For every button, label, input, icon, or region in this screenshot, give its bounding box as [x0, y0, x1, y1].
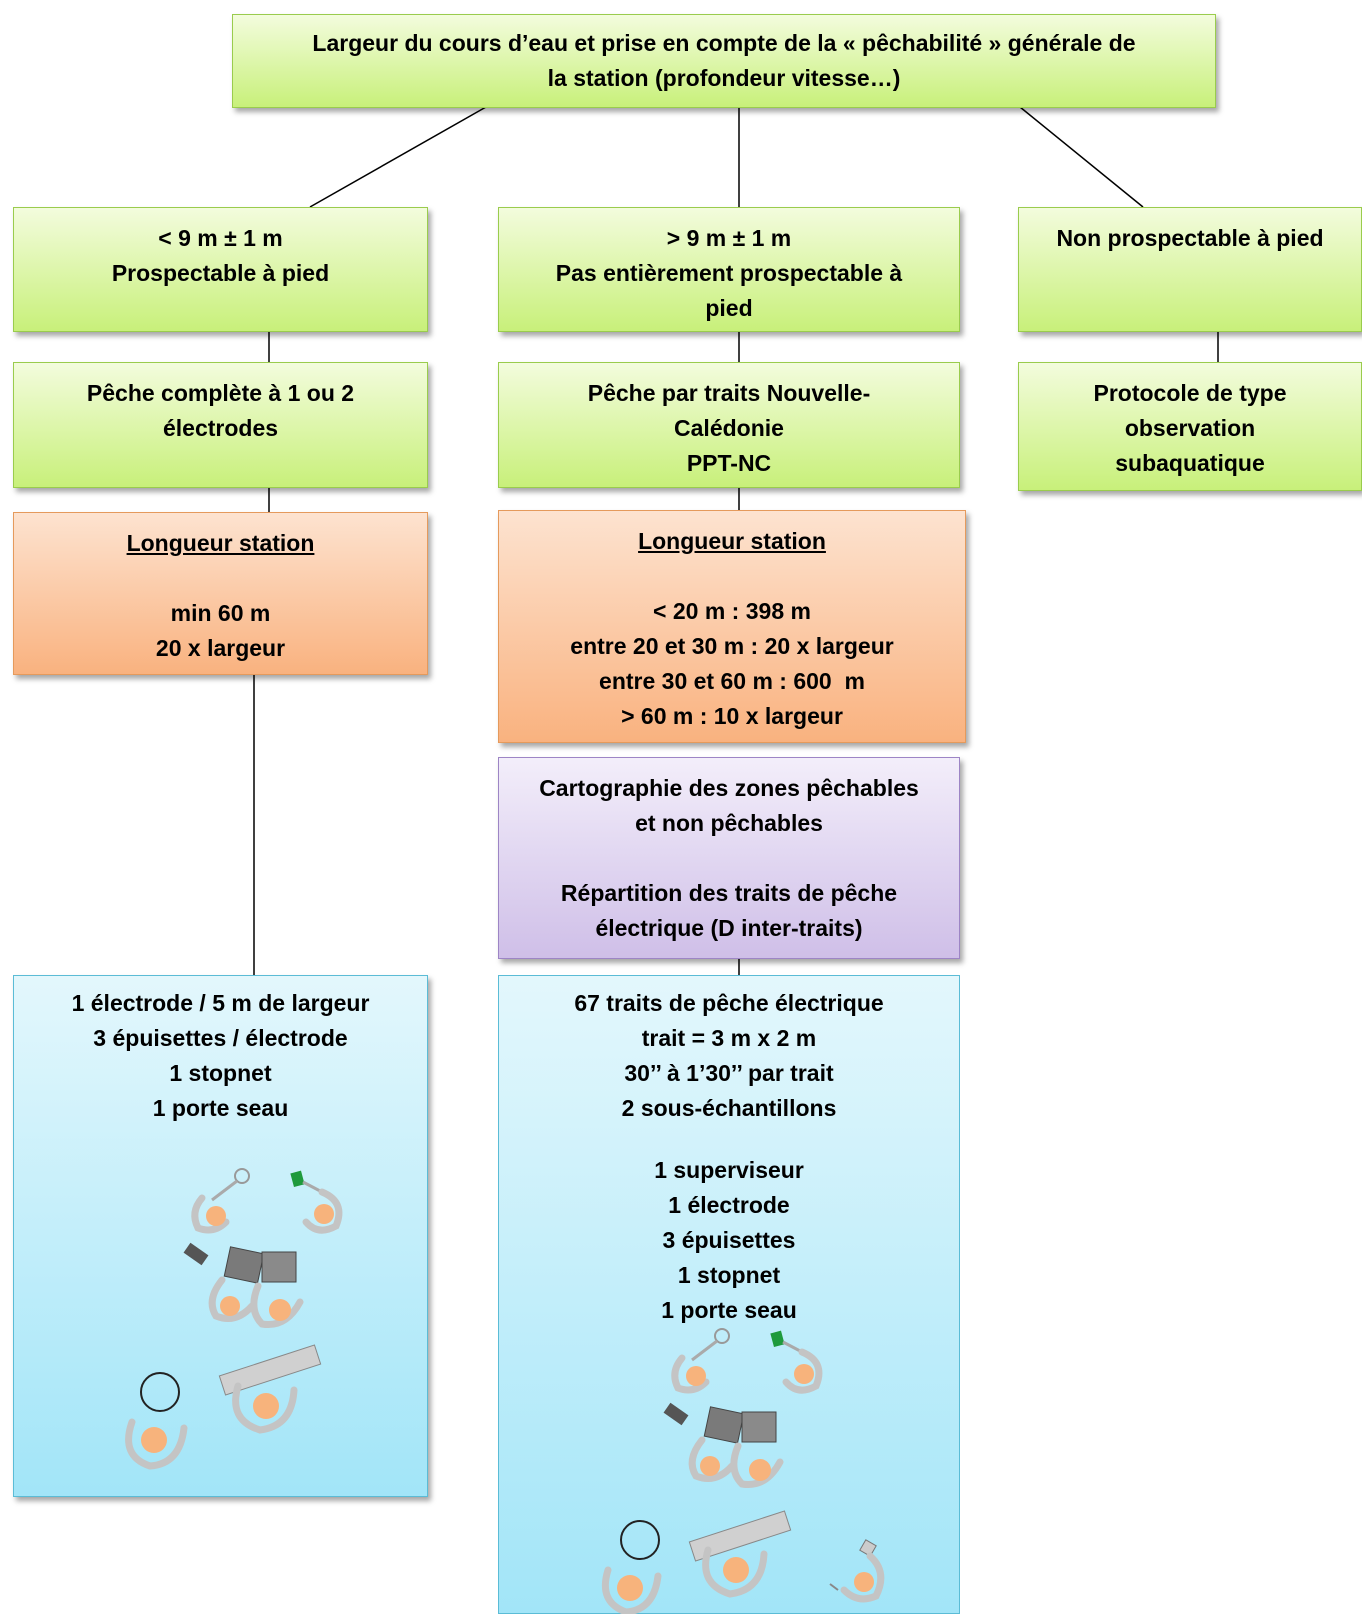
- person-icon: [191, 1194, 230, 1234]
- col2-criteria-line: pied: [705, 295, 753, 321]
- col2-length-line: < 20 m : 398 m: [653, 598, 811, 624]
- fishing-team-illustration: [601, 1328, 885, 1614]
- col2-length-line: entre 30 et 60 m : 600 m: [599, 668, 865, 694]
- col2-method-box: Pêche par traits Nouvelle- Calédonie PPT…: [498, 362, 960, 488]
- col2-method-line: PPT-NC: [686, 450, 772, 476]
- col1-team-line: 1 électrode / 5 m de largeur: [71, 990, 370, 1016]
- col3-method-box: Protocole de type observation subaquatiq…: [1018, 362, 1362, 491]
- top-line: Largeur du cours d’eau et prise en compt…: [312, 30, 1136, 56]
- person-icon: [601, 1566, 662, 1614]
- person-icon: [125, 1418, 188, 1470]
- basket-icon: [223, 1246, 265, 1284]
- green-net-icon: [290, 1170, 305, 1188]
- top-line: la station (profondeur vitesse…): [547, 65, 901, 91]
- col3-criteria-line: Non prospectable à pied: [1056, 225, 1324, 251]
- stopnet-icon: [218, 1344, 322, 1396]
- dip-net-icon: [234, 1168, 250, 1184]
- dip-net-icon: [714, 1328, 730, 1344]
- person-icon: [730, 1442, 784, 1489]
- green-net-icon: [770, 1330, 785, 1348]
- col2-team-box: 67 traits de pêche électrique trait = 3 …: [498, 975, 960, 1614]
- fishing-team-illustration: [125, 1168, 343, 1470]
- bucket-icon: [620, 1520, 660, 1560]
- bucket-icon: [140, 1372, 180, 1412]
- person-icon: [208, 1276, 256, 1322]
- col2-team-line: 1 porte seau: [661, 1297, 797, 1323]
- col1-team-line: 1 stopnet: [169, 1060, 272, 1086]
- col2-mapping-box: Cartographie des zones pêchables et non …: [498, 757, 960, 959]
- col2-traits-line: 67 traits de pêche électrique: [574, 990, 884, 1016]
- col2-criteria-box: > 9 m ± 1 m Pas entièrement prospectable…: [498, 207, 960, 332]
- connector-top-left: [309, 106, 487, 208]
- col3-criteria-box: Non prospectable à pied: [1018, 207, 1362, 332]
- electrode-icon: [183, 1242, 209, 1266]
- col2-mapping-line: Cartographie des zones pêchables: [539, 775, 919, 801]
- col2-team-line: 1 superviseur: [654, 1157, 804, 1183]
- connector-top-right: [1019, 106, 1144, 208]
- col3-method-line: observation: [1124, 415, 1256, 441]
- person-icon: [232, 1382, 298, 1434]
- col2-length-line: > 60 m : 10 x largeur: [621, 703, 843, 729]
- col2-team-line: 3 épuisettes: [662, 1227, 796, 1253]
- col2-traits-line: 30’’ à 1’30’’ par trait: [624, 1060, 834, 1086]
- col2-traits-line: trait = 3 m x 2 m: [641, 1025, 817, 1051]
- basket-icon: [261, 1251, 297, 1283]
- person-icon: [302, 1188, 343, 1234]
- col2-traits-line: 2 sous-échantillons: [621, 1095, 837, 1121]
- col1-method-line: Pêche complète à 1 ou 2: [86, 380, 355, 406]
- electrode-icon: [663, 1402, 689, 1426]
- col1-method-box: Pêche complète à 1 ou 2 électrodes: [13, 362, 428, 488]
- col2-mapping-line: et non pêchables: [635, 810, 823, 836]
- person-icon: [250, 1282, 304, 1329]
- basket-icon: [703, 1406, 745, 1444]
- col2-team-line: 1 électrode: [668, 1192, 790, 1218]
- col1-criteria-line: < 9 m ± 1 m: [158, 225, 283, 251]
- basket-icon: [741, 1411, 777, 1443]
- col3-method-line: subaquatique: [1115, 450, 1265, 476]
- col1-team-box: 1 électrode / 5 m de largeur 3 épuisette…: [13, 975, 428, 1497]
- col2-distribution-line: Répartition des traits de pêche: [560, 880, 898, 906]
- col2-length-box: Longueur station < 20 m : 398 m entre 20…: [498, 510, 966, 743]
- col3-method-line: Protocole de type: [1093, 380, 1287, 406]
- col2-distribution-line: électrique (D inter-traits): [595, 915, 863, 941]
- col1-criteria-line: Prospectable à pied: [111, 260, 330, 286]
- person-icon: [688, 1436, 736, 1482]
- col2-criteria-line: Pas entièrement prospectable à: [555, 260, 903, 286]
- col1-team-line: 1 porte seau: [152, 1095, 289, 1121]
- col1-team-line: 3 épuisettes / électrode: [93, 1025, 348, 1051]
- stopnet-icon: [688, 1510, 792, 1562]
- top-box: Largeur du cours d’eau et prise en compt…: [232, 14, 1216, 108]
- col2-method-line: Calédonie: [674, 415, 784, 441]
- col1-length-box: Longueur station min 60 m 20 x largeur: [13, 512, 428, 675]
- person-icon: [840, 1552, 885, 1603]
- person-icon: [702, 1546, 768, 1598]
- person-icon: [671, 1354, 710, 1394]
- col2-length-line: entre 20 et 30 m : 20 x largeur: [570, 633, 894, 659]
- col1-length-line: 20 x largeur: [155, 635, 286, 661]
- col2-method-line: Pêche par traits Nouvelle-: [587, 380, 871, 406]
- col1-length-title: Longueur station: [126, 530, 315, 556]
- col2-length-title: Longueur station: [638, 528, 826, 554]
- col1-length-line: min 60 m: [170, 600, 271, 626]
- col2-criteria-line: > 9 m ± 1 m: [666, 225, 792, 251]
- col2-team-line: 1 stopnet: [677, 1262, 781, 1288]
- tablet-icon: [859, 1539, 877, 1557]
- col1-method-line: électrodes: [162, 415, 279, 441]
- col1-criteria-box: < 9 m ± 1 m Prospectable à pied: [13, 207, 428, 332]
- person-icon: [782, 1348, 823, 1394]
